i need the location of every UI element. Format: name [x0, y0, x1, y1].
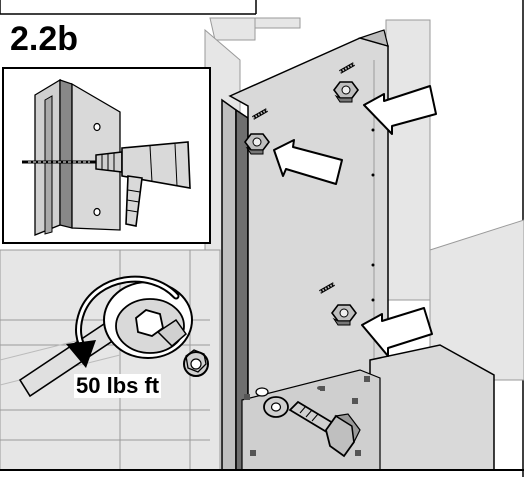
step-number-label: 2.2b [10, 20, 79, 58]
stud-middle [319, 282, 335, 294]
rotation-arrow-icon [66, 275, 180, 368]
drill-icon [22, 141, 191, 227]
upright-post [221, 98, 249, 471]
washer-icon [263, 396, 289, 418]
nut-upper-right [333, 81, 359, 103]
wrench-icon [18, 281, 193, 398]
arrow-icon [273, 139, 343, 185]
nut-icon [183, 349, 209, 377]
arrow-icon [361, 307, 433, 357]
torque-spec-label: 50 lbs ft [74, 373, 162, 398]
nut-upper-left [244, 133, 270, 155]
mounting-hole [255, 386, 323, 397]
bolt-icon [288, 400, 361, 458]
arrow-icon [363, 85, 437, 135]
nut-middle [331, 304, 357, 326]
stud-upper-left [252, 108, 268, 120]
stud-upper-right [339, 62, 355, 74]
